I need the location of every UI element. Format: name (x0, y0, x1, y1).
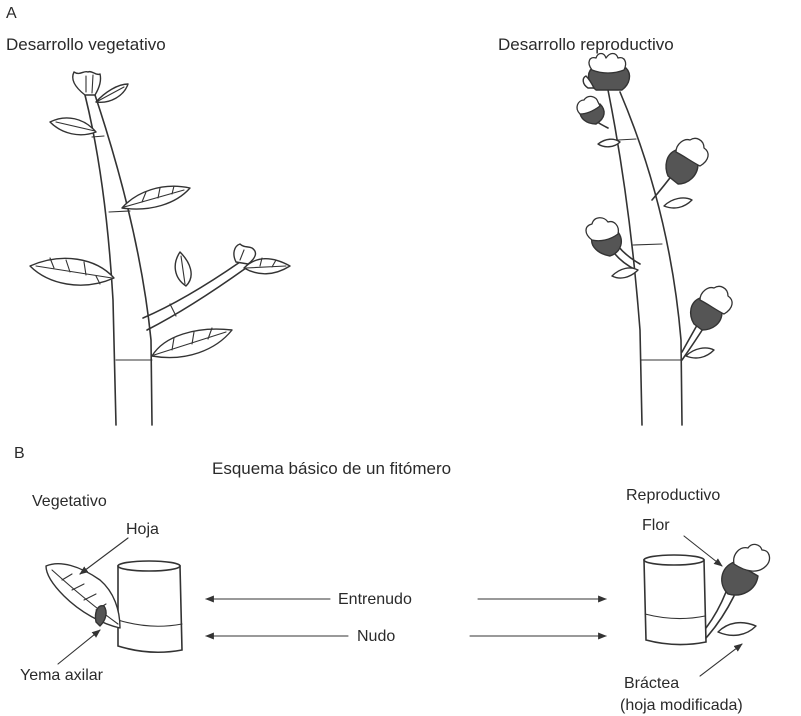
bract-arrow (700, 644, 742, 676)
phytomer-scheme-title: Esquema básico de un fitómero (212, 459, 451, 478)
reproductive-internode (644, 560, 706, 645)
reproductive-flower-4 (682, 286, 732, 360)
bract-label-line2: (hoja modificada) (620, 697, 743, 714)
vegetative-leaf-1 (96, 84, 128, 102)
vegetative-plant (30, 72, 290, 425)
vegetative-development-title: Desarrollo vegetativo (6, 35, 166, 54)
reproductive-flower-2 (652, 138, 708, 208)
bract-label-line1: Bráctea (624, 675, 679, 692)
leaf-label: Hoja (126, 521, 159, 538)
reproductive-development-title: Desarrollo reproductivo (498, 35, 674, 54)
bract (718, 623, 756, 636)
vegetative-leaf-4 (30, 258, 114, 285)
panel-b-letter: B (14, 445, 25, 462)
reproductive-phytomer-label: Reproductivo (626, 487, 720, 504)
axillary-bud-label: Yema axilar (20, 667, 104, 684)
vegetative-phytomer-label: Vegetativo (32, 493, 107, 510)
vegetative-branch-bud (234, 244, 256, 264)
vegetative-phytomer (46, 561, 182, 652)
axillary-bud-arrow (58, 630, 100, 664)
vegetative-leaf-2 (50, 118, 96, 135)
panel-a-letter: A (6, 5, 17, 22)
reproductive-phytomer (644, 544, 769, 644)
node-label: Nudo (357, 628, 395, 645)
reproductive-plant (577, 54, 732, 426)
reproductive-apical-flower (583, 54, 629, 91)
flower-label: Flor (642, 517, 670, 534)
vegetative-leaf-5 (152, 328, 232, 358)
internode-label: Entrenudo (338, 591, 412, 608)
vegetative-internode (118, 566, 182, 652)
vegetative-phytomer-leaf (46, 564, 120, 628)
vegetative-apical-bud (73, 72, 101, 95)
vegetative-leaf-3 (122, 186, 190, 209)
vegetative-leaf-6 (175, 252, 191, 286)
